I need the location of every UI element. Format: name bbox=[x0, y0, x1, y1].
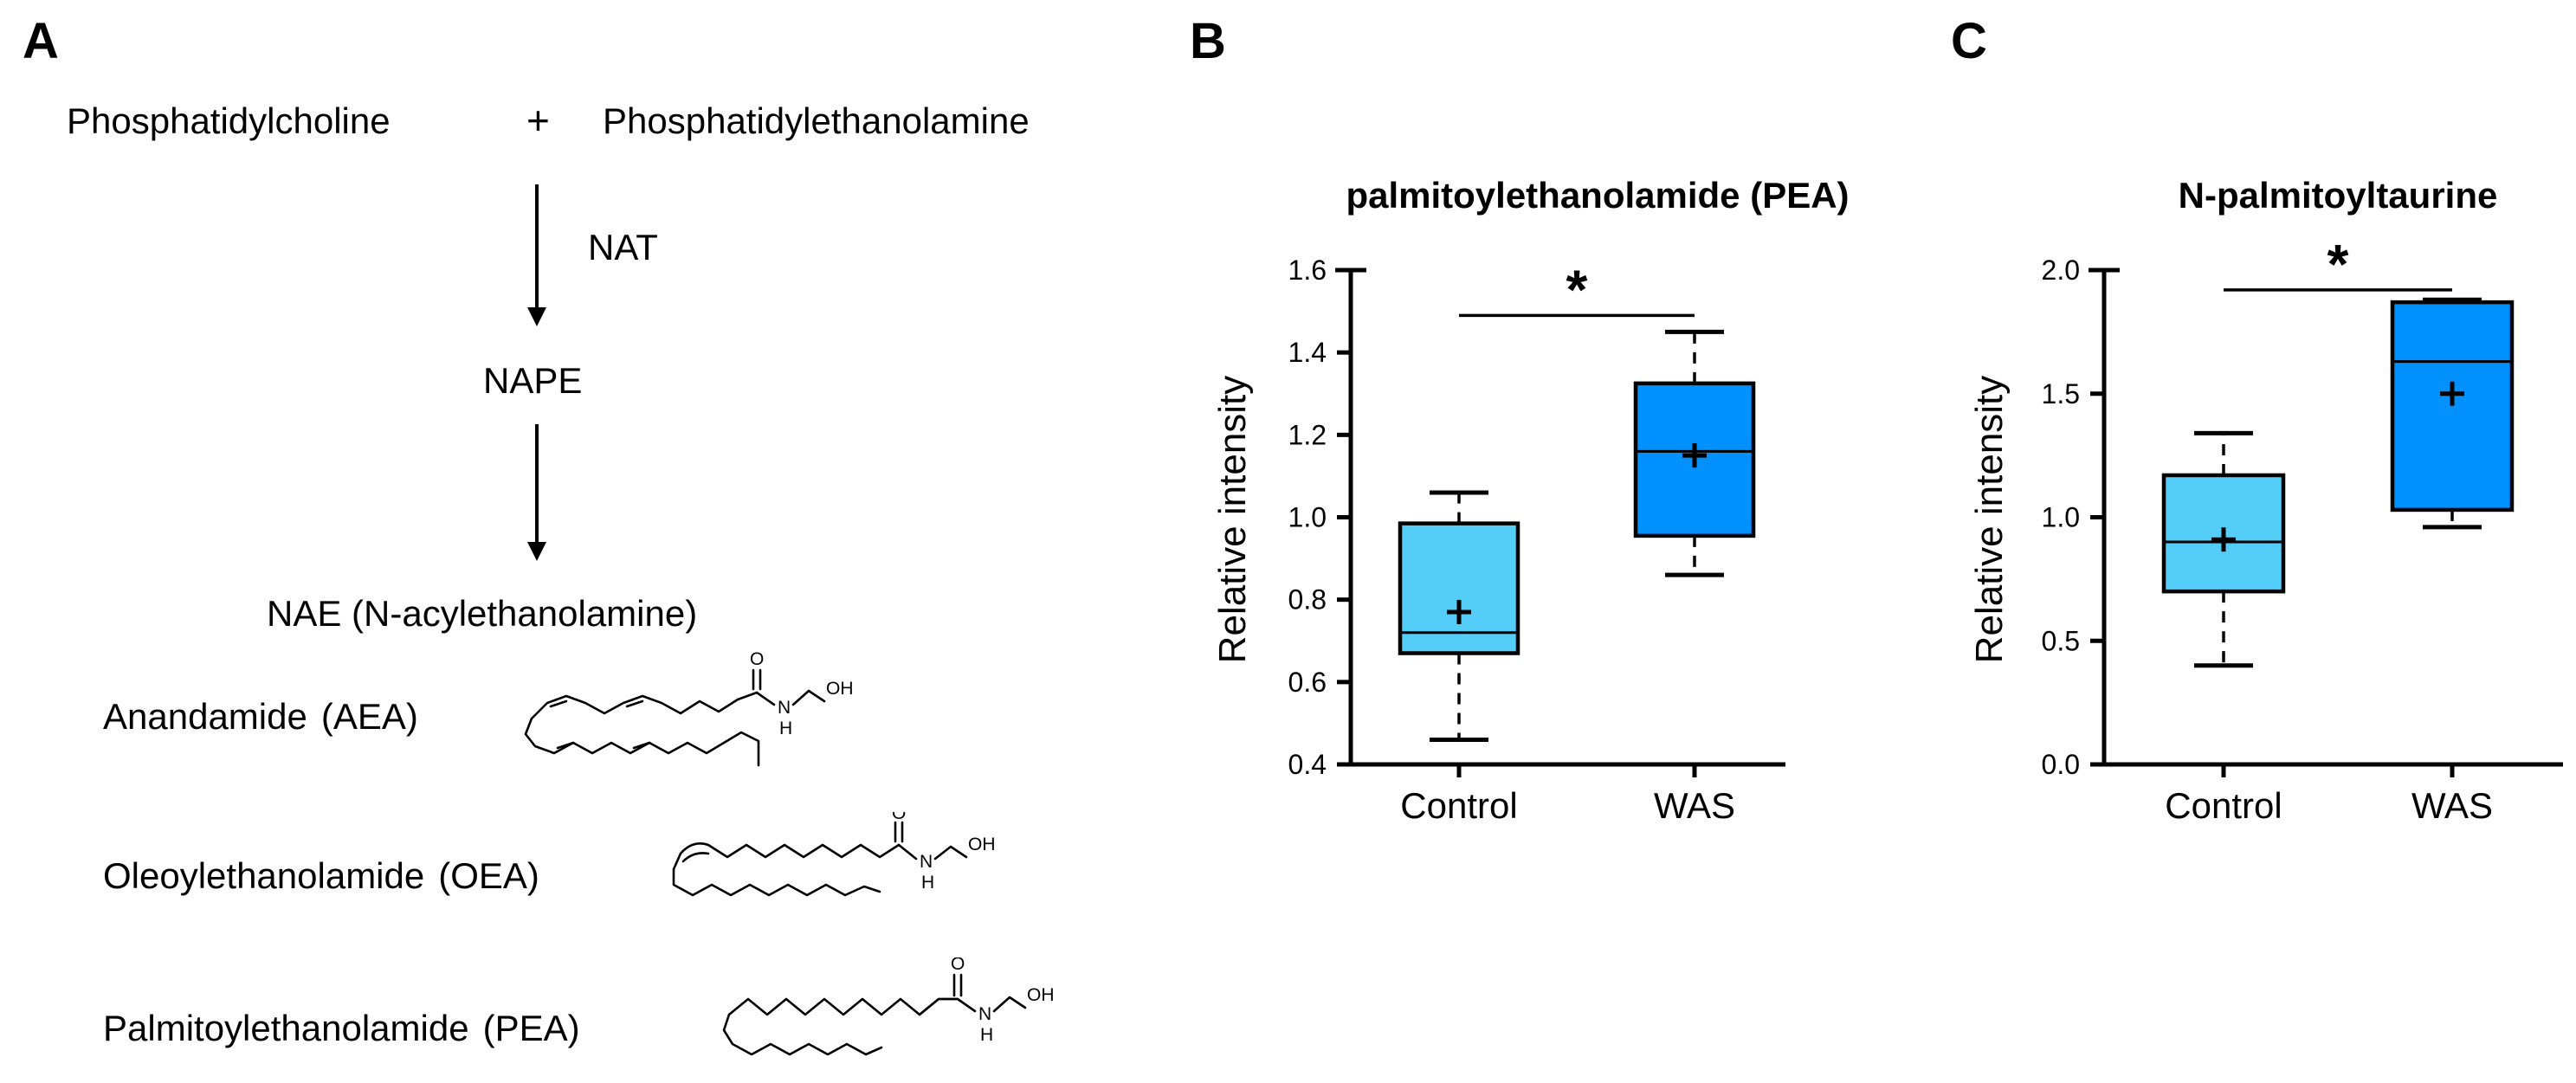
svg-text:H: H bbox=[779, 719, 792, 738]
y-tick-label: 1.0 bbox=[1288, 502, 1327, 533]
svg-text:OH: OH bbox=[968, 835, 996, 854]
metabolite-name: Palmitoylethanolamide bbox=[103, 1008, 469, 1048]
metabolite-abbr: (OEA) bbox=[438, 855, 539, 896]
oea-structure-icon: O N H OH bbox=[672, 812, 996, 897]
y-tick-label: 2.0 bbox=[2042, 255, 2080, 286]
y-tick-label: 0.6 bbox=[1288, 667, 1327, 698]
plus-operator: + bbox=[526, 98, 550, 143]
metabolite-abbr: (PEA) bbox=[482, 1008, 580, 1048]
box-control bbox=[2161, 473, 2286, 594]
pea-structure-icon: O N H OH bbox=[722, 957, 1055, 1056]
svg-text:N: N bbox=[978, 1004, 991, 1024]
reactant-right: Phosphatidylethanolamine bbox=[603, 100, 1030, 141]
svg-text:O: O bbox=[750, 651, 764, 669]
significance-star: * bbox=[1566, 258, 1588, 320]
y-tick-label: 1.4 bbox=[1288, 337, 1327, 368]
chart-title: palmitoylethanolamide (PEA) bbox=[1346, 175, 1849, 216]
svg-text:O: O bbox=[951, 957, 965, 974]
y-tick-label: 1.5 bbox=[2042, 378, 2080, 409]
metabolite-name: Oleoylethanolamide bbox=[103, 855, 425, 896]
panel-b-label: B bbox=[1190, 13, 1226, 69]
down-arrow-icon bbox=[535, 184, 539, 309]
metabolite-name: Anandamide bbox=[103, 696, 307, 737]
x-category-label: Control bbox=[2165, 785, 2282, 826]
product-line-label: NAE (N-acylethanolamine) bbox=[267, 593, 698, 634]
metabolite-abbr: (AEA) bbox=[320, 696, 418, 737]
metabolite-row: Anandamide (AEA) bbox=[103, 696, 418, 738]
chart-title: N-palmitoyltaurine bbox=[2179, 175, 2498, 216]
y-axis-label: Relative intensity bbox=[1211, 376, 1254, 664]
x-category-label: WAS bbox=[2411, 785, 2493, 826]
y-tick-label: 0.5 bbox=[2042, 625, 2080, 656]
aea-structure-icon: O N H OH bbox=[524, 651, 854, 767]
svg-text:OH: OH bbox=[826, 679, 854, 699]
intermediate-label: NAPE bbox=[483, 360, 583, 401]
y-tick-label: 0.8 bbox=[1288, 584, 1327, 616]
svg-text:N: N bbox=[920, 852, 933, 872]
svg-text:OH: OH bbox=[1027, 985, 1055, 1005]
box-was bbox=[2390, 300, 2515, 512]
y-tick-label: 0.4 bbox=[1288, 749, 1327, 780]
y-tick-label: 0.0 bbox=[2042, 749, 2080, 780]
significance-star: * bbox=[2327, 233, 2349, 295]
enzyme-label: NAT bbox=[588, 227, 658, 268]
panel-c-label: C bbox=[1951, 13, 1987, 69]
svg-text:N: N bbox=[778, 698, 791, 718]
svg-text:H: H bbox=[921, 873, 934, 893]
down-arrow-head-icon bbox=[527, 542, 546, 561]
svg-text:H: H bbox=[980, 1025, 993, 1045]
y-tick-label: 1.0 bbox=[2042, 502, 2080, 533]
x-category-label: WAS bbox=[1654, 785, 1735, 826]
y-axis-label: Relative intensity bbox=[1968, 376, 2011, 664]
metabolite-row: Oleoylethanolamide (OEA) bbox=[103, 855, 539, 897]
down-arrow-head-icon bbox=[527, 307, 546, 326]
x-category-label: Control bbox=[1400, 785, 1517, 826]
down-arrow-icon bbox=[535, 424, 539, 544]
svg-text:O: O bbox=[892, 812, 906, 823]
y-tick-label: 1.6 bbox=[1288, 255, 1327, 286]
panel-a-label: A bbox=[23, 13, 59, 69]
reactant-left: Phosphatidylcholine bbox=[67, 100, 391, 141]
y-tick-label: 1.2 bbox=[1288, 419, 1327, 450]
metabolite-row: Palmitoylethanolamide (PEA) bbox=[103, 1008, 580, 1049]
